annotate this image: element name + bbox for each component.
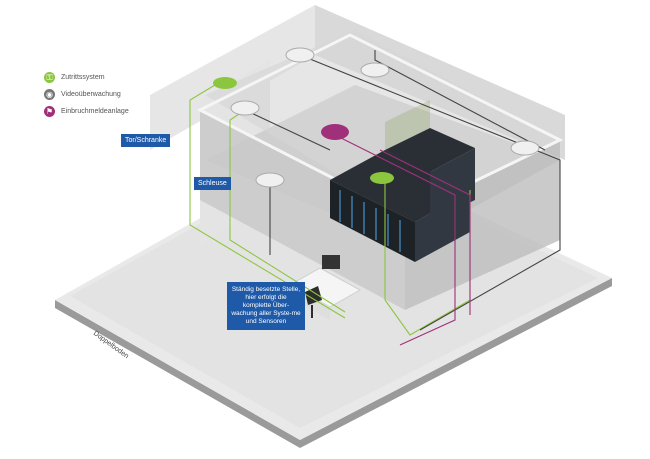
control-room-callout: Ständig besetzte Stelle, hier erfolgt di… bbox=[227, 282, 305, 330]
legend-label: Einbruchmeldeanlage bbox=[61, 108, 129, 115]
room-left-wall bbox=[200, 110, 405, 310]
gate-tag: Tor/Schranke bbox=[121, 134, 171, 147]
camera-dome-3 bbox=[360, 62, 390, 78]
camera-dome-2 bbox=[230, 100, 260, 116]
legend-item-intrusion: ⚑ Einbruchmeldeanlage bbox=[44, 104, 129, 119]
access-cable bbox=[189, 84, 346, 319]
camera-dome-4 bbox=[255, 172, 285, 188]
camera-icon: ◉ bbox=[44, 89, 55, 100]
access-reader-1 bbox=[213, 77, 237, 89]
key-icon: ⚿ bbox=[44, 72, 55, 83]
airlock-tag: Schleuse bbox=[194, 177, 231, 190]
access-reader-2 bbox=[370, 172, 394, 184]
room-front-wall bbox=[405, 140, 560, 310]
camera-dome-5 bbox=[510, 140, 540, 156]
legend-item-video: ◉ Videoüberwachung bbox=[44, 87, 129, 102]
server-racks bbox=[330, 100, 475, 262]
legend-label: Zutrittssystem bbox=[61, 74, 105, 81]
intrusion-cable-2 bbox=[379, 149, 471, 315]
video-cable-2 bbox=[374, 50, 546, 151]
video-cable-4 bbox=[244, 109, 331, 151]
intrusion-sensor bbox=[321, 124, 349, 140]
legend-label: Videoüberwachung bbox=[61, 91, 121, 98]
ceiling-devices bbox=[213, 47, 540, 188]
intrusion-cable bbox=[334, 134, 456, 346]
legend: ⚿ Zutrittssystem ◉ Videoüberwachung ⚑ Ei… bbox=[44, 70, 129, 121]
back-wall-left bbox=[150, 5, 315, 150]
camera-dome-1 bbox=[285, 47, 315, 63]
alarm-icon: ⚑ bbox=[44, 106, 55, 117]
video-cable bbox=[299, 54, 561, 331]
legend-item-access: ⚿ Zutrittssystem bbox=[44, 70, 129, 85]
